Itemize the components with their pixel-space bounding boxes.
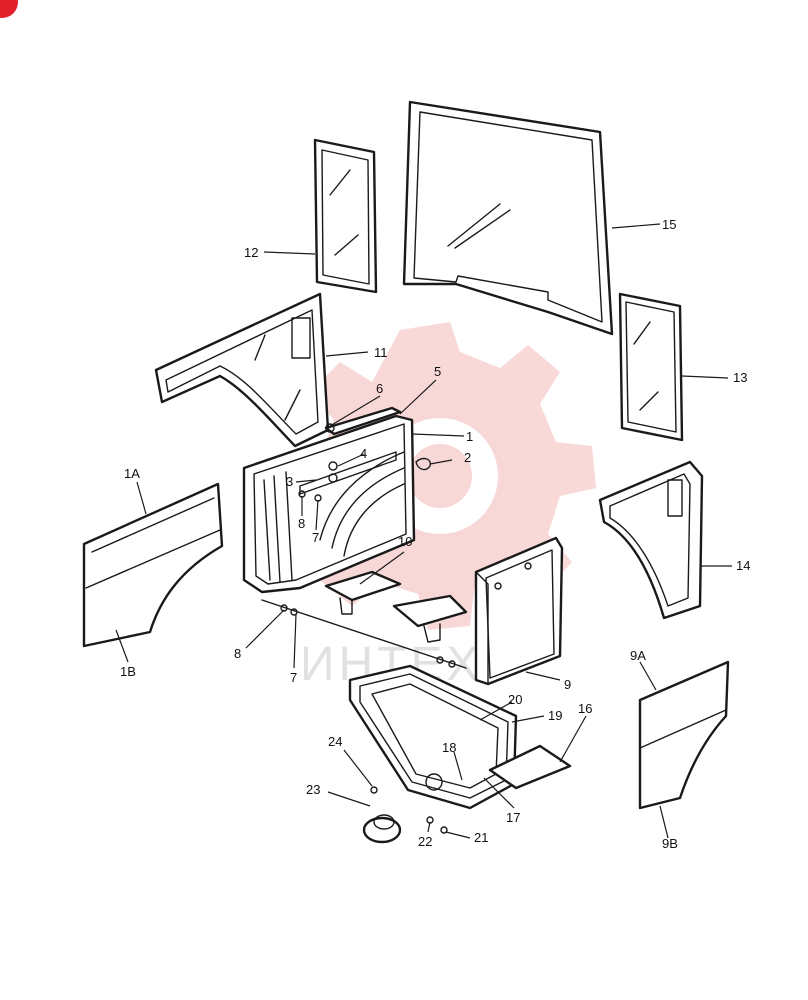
callout-10: 10 [398,534,412,549]
callout-24: 24 [328,734,342,749]
part-13-right-rear-window [618,292,684,442]
callout-19: 19 [548,708,562,723]
callout-7-upper: 7 [312,530,319,545]
callout-6: 6 [376,381,383,396]
callout-2: 2 [464,450,471,465]
callout-9B: 9B [662,836,678,851]
callout-12: 12 [244,245,258,260]
hardware-cluster-lower [261,599,467,669]
callout-18: 18 [442,740,456,755]
part-23-knob [362,814,402,844]
callout-4: 4 [360,446,367,461]
part-9A-9B-right-lower-panel [638,660,730,810]
part-12-left-rear-window [313,138,378,294]
callout-23: 23 [306,782,320,797]
callout-9A: 9A [630,648,646,663]
callout-20: 20 [508,692,522,707]
callout-9: 9 [564,677,571,692]
callout-15: 15 [662,217,676,232]
callout-22: 22 [418,834,432,849]
part-16-floor-plate [488,744,572,790]
leader-lines [115,223,732,839]
part-1A-1B-left-lower-panel [82,482,224,648]
part-24-screw [370,786,378,794]
part-14-right-door-upper [598,460,704,620]
callout-13: 13 [733,370,747,385]
part-1-door-frame [242,414,416,594]
callout-21: 21 [474,830,488,845]
callout-1A: 1A [124,466,140,481]
callout-8-lower: 8 [234,646,241,661]
callout-8-upper: 8 [298,516,305,531]
callout-7-lower: 7 [290,670,297,685]
callout-5: 5 [434,364,441,379]
callout-1: 1 [466,429,473,444]
callout-11: 11 [374,345,388,360]
callout-16: 16 [578,701,592,716]
callout-1B: 1B [120,664,136,679]
callout-17: 17 [506,810,520,825]
corner-badge [0,0,18,18]
part-10-seat-brackets [324,570,468,643]
part-11-left-door-upper [154,292,330,448]
callout-14: 14 [736,558,750,573]
callout-labels: 12 15 13 11 6 5 1 2 4 3 8 7 10 1A 1B 8 7… [120,217,750,851]
part-15-rear-window [402,100,614,336]
hardware-cluster-upper [298,423,431,502]
callout-3: 3 [286,474,293,489]
part-9-right-side-box [474,536,564,686]
